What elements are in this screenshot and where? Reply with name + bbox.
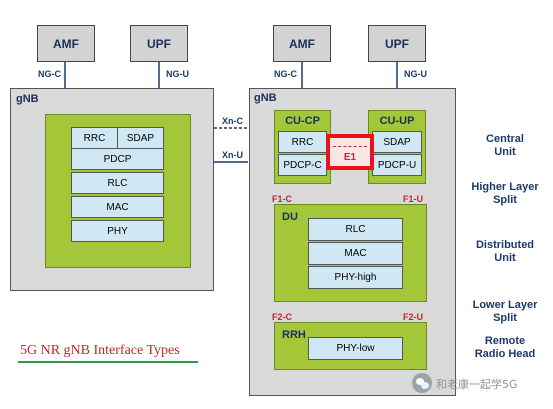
f1-c-label: F1-C (272, 194, 292, 204)
mac-cell-left: MAC (71, 196, 164, 218)
remote-line1: Remote (484, 335, 526, 347)
caption-underline (18, 361, 198, 363)
amf-box-left: AMF (37, 25, 95, 62)
distributed-unit-label: Distributed Unit (462, 239, 548, 265)
ng-u-label-left: NG-U (166, 69, 189, 79)
e1-dashed-link (333, 146, 367, 147)
gnb-left-title: gNB (16, 93, 39, 105)
phy-high-cell: PHY-high (308, 266, 403, 289)
cu-cp-title: CU-CP (285, 115, 320, 127)
upf-box-right: UPF (368, 25, 426, 62)
pdcp-c-cell: PDCP-C (278, 154, 327, 176)
cu-up-title: CU-UP (379, 115, 415, 127)
rrc-cell-right: RRC (278, 131, 327, 153)
rrh-box: RRH PHY-low (274, 322, 427, 370)
distributed-line1: Distributed (475, 239, 535, 251)
distributed-line2: Unit (494, 252, 516, 264)
f2-c-label: F2-C (272, 312, 292, 322)
du-box: DU RLC MAC PHY-high (274, 204, 427, 302)
phy-cell-left: PHY (71, 220, 164, 242)
pdcp-u-cell: PDCP-U (372, 154, 422, 176)
sdap-cell-left: SDAP (117, 127, 164, 149)
upf-label-right: UPF (385, 36, 409, 51)
rlc-cell-left: RLC (71, 172, 164, 194)
amf-label-left: AMF (53, 36, 79, 51)
rlc-cell-right: RLC (308, 218, 403, 241)
sdap-cell-right: SDAP (372, 131, 422, 153)
cu-cp-box: CU-CP RRC PDCP-C (274, 110, 331, 184)
du-title: DU (282, 211, 298, 223)
rrh-title: RRH (282, 329, 306, 341)
lower-line2: Split (493, 312, 517, 324)
e1-highlight-box: E1 (326, 134, 374, 170)
amf-label-right: AMF (289, 36, 315, 51)
ng-u-label-right: NG-U (404, 69, 427, 79)
remote-radio-head-label: Remote Radio Head (462, 335, 548, 361)
gnb-right-title: gNB (254, 92, 277, 104)
f2-u-label: F2-U (403, 312, 423, 322)
mac-cell-right: MAC (308, 242, 403, 265)
e1-label: E1 (343, 152, 357, 163)
central-line1: Central (486, 133, 524, 145)
higher-layer-split-label: Higher Layer Split (462, 181, 548, 207)
lower-line1: Lower Layer (472, 299, 538, 311)
higher-line2: Split (493, 194, 517, 206)
central-unit-label: Central Unit (462, 133, 548, 159)
higher-line1: Higher Layer (471, 181, 539, 193)
ng-c-label-right: NG-C (274, 69, 297, 79)
pdcp-cell-left: PDCP (71, 148, 164, 170)
cu-up-box: CU-UP SDAP PDCP-U (368, 110, 426, 184)
amf-box-right: AMF (273, 25, 331, 62)
ng-c-label-left: NG-C (38, 69, 61, 79)
watermark-text: 和老康一起学5G (436, 378, 518, 391)
gnb-left-stack-area: RRC SDAP PDCP RLC MAC PHY (45, 114, 191, 268)
upf-box-left: UPF (130, 25, 188, 62)
gnb-left: gNB RRC SDAP PDCP RLC MAC PHY (10, 88, 214, 291)
diagram-caption: 5G NR gNB Interface Types (20, 343, 180, 358)
f1-u-label: F1-U (403, 194, 423, 204)
upf-label-left: UPF (147, 36, 171, 51)
lower-layer-split-label: Lower Layer Split (462, 299, 548, 325)
phy-low-cell: PHY-low (308, 337, 403, 360)
xn-u-label: Xn-U (222, 150, 243, 160)
xn-c-label: Xn-C (222, 116, 243, 126)
rrc-cell-left: RRC (71, 127, 118, 149)
remote-line2: Radio Head (474, 348, 536, 360)
central-line2: Unit (494, 146, 516, 158)
wechat-icon (412, 373, 432, 393)
